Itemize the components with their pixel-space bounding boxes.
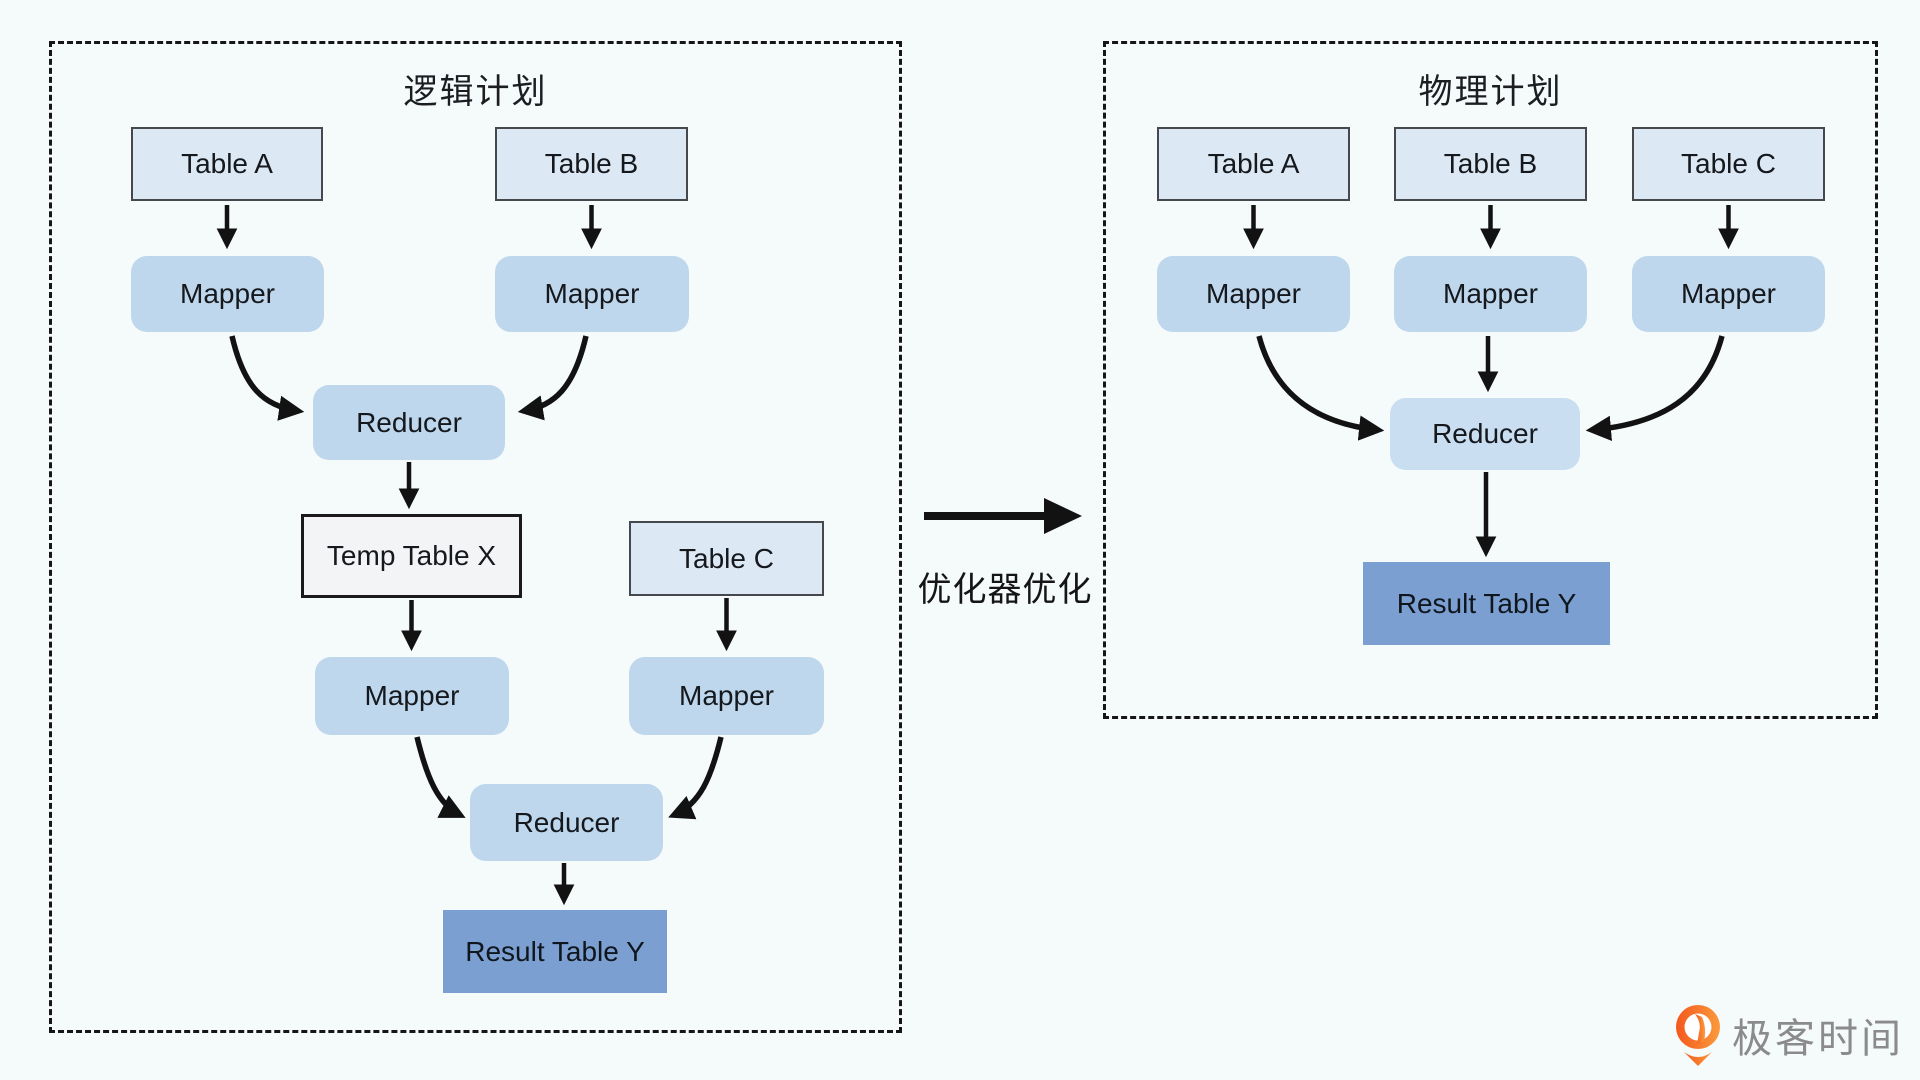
logical-mapper-b-node: Mapper [495, 256, 689, 332]
logical-result-table-y-node: Result Table Y [443, 910, 667, 993]
physical-reducer-node: Reducer [1390, 398, 1580, 470]
optimizer-arrow-head [1044, 498, 1082, 534]
logical-table-b-node: Table B [495, 127, 688, 201]
logical-table-a-node: Table A [131, 127, 323, 201]
physical-table-b-node: Table B [1394, 127, 1587, 201]
physical-table-a-node: Table A [1157, 127, 1350, 201]
logical-temp-table-x-node: Temp Table X [301, 514, 522, 598]
geektime-brand: 极客时间 [1674, 1004, 1904, 1068]
physical-table-c-node: Table C [1632, 127, 1825, 201]
physical-plan-title: 物理计划 [1418, 73, 1563, 111]
physical-mapper-a-node: Mapper [1157, 256, 1350, 332]
logical-reducer-top-node: Reducer [313, 385, 505, 460]
logical-table-c-node: Table C [629, 521, 824, 596]
logical-plan-panel: 逻辑计划 [49, 41, 902, 1033]
logical-mapper-a-node: Mapper [131, 256, 324, 332]
logical-reducer-bottom-node: Reducer [470, 784, 663, 861]
logical-mapper-temp-node: Mapper [315, 657, 509, 735]
logical-mapper-c-node: Mapper [629, 657, 824, 735]
optimizer-label: 优化器优化 [917, 571, 1093, 609]
physical-result-table-y-node: Result Table Y [1363, 562, 1610, 645]
optimizer-arrow [924, 498, 1082, 534]
physical-mapper-c-node: Mapper [1632, 256, 1825, 332]
physical-plan-panel: 物理计划 [1103, 41, 1878, 719]
geektime-logo-icon [1676, 1005, 1720, 1066]
physical-mapper-b-node: Mapper [1394, 256, 1587, 332]
geektime-brand-text: 极客时间 [1732, 1017, 1904, 1061]
logical-plan-title: 逻辑计划 [403, 73, 548, 111]
